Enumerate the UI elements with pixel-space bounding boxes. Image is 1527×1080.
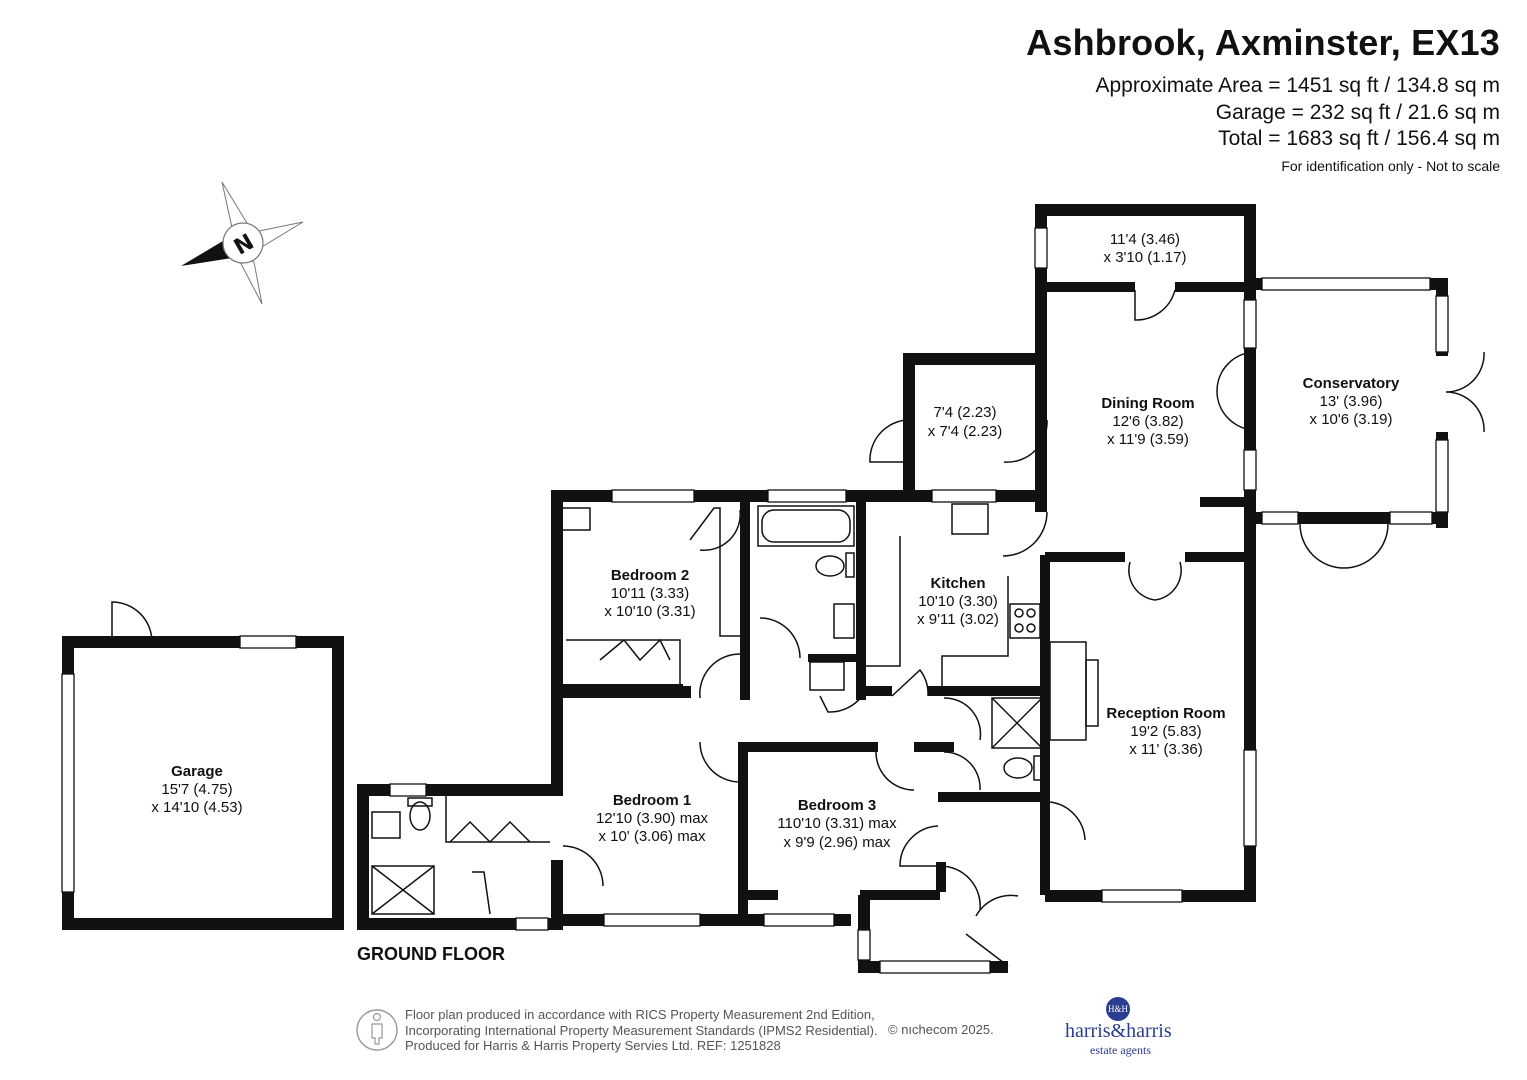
person-figure-icon xyxy=(356,1009,398,1051)
footer-text: Floor plan produced in accordance with R… xyxy=(405,1007,878,1054)
approximate-area: Approximate Area = 1451 sq ft / 134.8 sq… xyxy=(1095,74,1501,97)
walls xyxy=(62,204,1448,973)
bedroom-3-name: Bedroom 3 xyxy=(798,797,876,814)
bedroom-3-dim1: 110'10 (3.31) max xyxy=(777,815,897,832)
reception-room-dim2: x 11' (3.36) xyxy=(1129,741,1202,758)
garage-name: Garage xyxy=(171,763,223,780)
agent-logo-badge: H&H xyxy=(1106,997,1130,1021)
reception-room-name: Reception Room xyxy=(1106,705,1225,722)
total-area: Total = 1683 sq ft / 156.4 sq m xyxy=(1218,127,1500,150)
conservatory-dim2: x 10'6 (3.19) xyxy=(1310,411,1393,428)
footer-line-2: Incorporating International Property Mea… xyxy=(405,1022,878,1038)
floor-label: GROUND FLOOR xyxy=(357,944,505,964)
property-title: Ashbrook, Axminster, EX13 xyxy=(1026,22,1500,63)
bedroom-2-dim2: x 10'10 (3.31) xyxy=(604,603,695,620)
garage-area: Garage = 232 sq ft / 21.6 sq m xyxy=(1215,101,1500,124)
windows xyxy=(61,227,1449,974)
dining-room-dim2: x 11'9 (3.59) xyxy=(1107,431,1189,448)
kitchen-dim1: 10'10 (3.30) xyxy=(918,593,998,610)
bedroom-1-name: Bedroom 1 xyxy=(613,792,691,809)
scale-note: For identification only - Not to scale xyxy=(1281,158,1500,174)
garage-dim1: 15'7 (4.75) xyxy=(161,781,232,798)
dining-room-dim1: 12'6 (3.82) xyxy=(1112,413,1183,430)
bedroom-2-dim1: 10'11 (3.33) xyxy=(611,585,689,602)
reception-room-dim1: 19'2 (5.83) xyxy=(1130,723,1201,740)
store-dim2: x 3'10 (1.17) xyxy=(1104,249,1187,266)
store-dim1: 11'4 (3.46) xyxy=(1110,231,1180,248)
kitchen-name: Kitchen xyxy=(930,575,985,592)
bedroom-1-dim1: 12'10 (3.90) max xyxy=(596,810,709,827)
conservatory-name: Conservatory xyxy=(1303,375,1400,392)
copyright: © nıchecom 2025. xyxy=(888,1022,994,1037)
garage-dim2: x 14'10 (4.53) xyxy=(151,799,242,816)
footer-line-1: Floor plan produced in accordance with R… xyxy=(405,1007,875,1022)
footer-line-3: Produced for Harris & Harris Property Se… xyxy=(405,1038,781,1053)
doors xyxy=(111,289,1485,967)
bedroom-2-name: Bedroom 2 xyxy=(611,567,689,584)
agent-logo-name: harris&harris xyxy=(1065,1020,1172,1042)
kitchen-dim2: x 9'11 (3.02) xyxy=(917,611,999,628)
dining-room-name: Dining Room xyxy=(1101,395,1194,412)
compass-north-icon: N xyxy=(181,181,304,305)
agent-logo-subtitle: estate agents xyxy=(1090,1043,1151,1057)
conservatory-dim1: 13' (3.96) xyxy=(1320,393,1383,410)
utility-dim2: x 7'4 (2.23) xyxy=(928,423,1003,440)
bedroom-1-dim2: x 10' (3.06) max xyxy=(598,828,706,845)
bedroom-3-dim2: x 9'9 (2.96) max xyxy=(783,834,891,851)
utility-dim1: 7'4 (2.23) xyxy=(934,404,997,421)
fixtures xyxy=(371,503,1099,915)
